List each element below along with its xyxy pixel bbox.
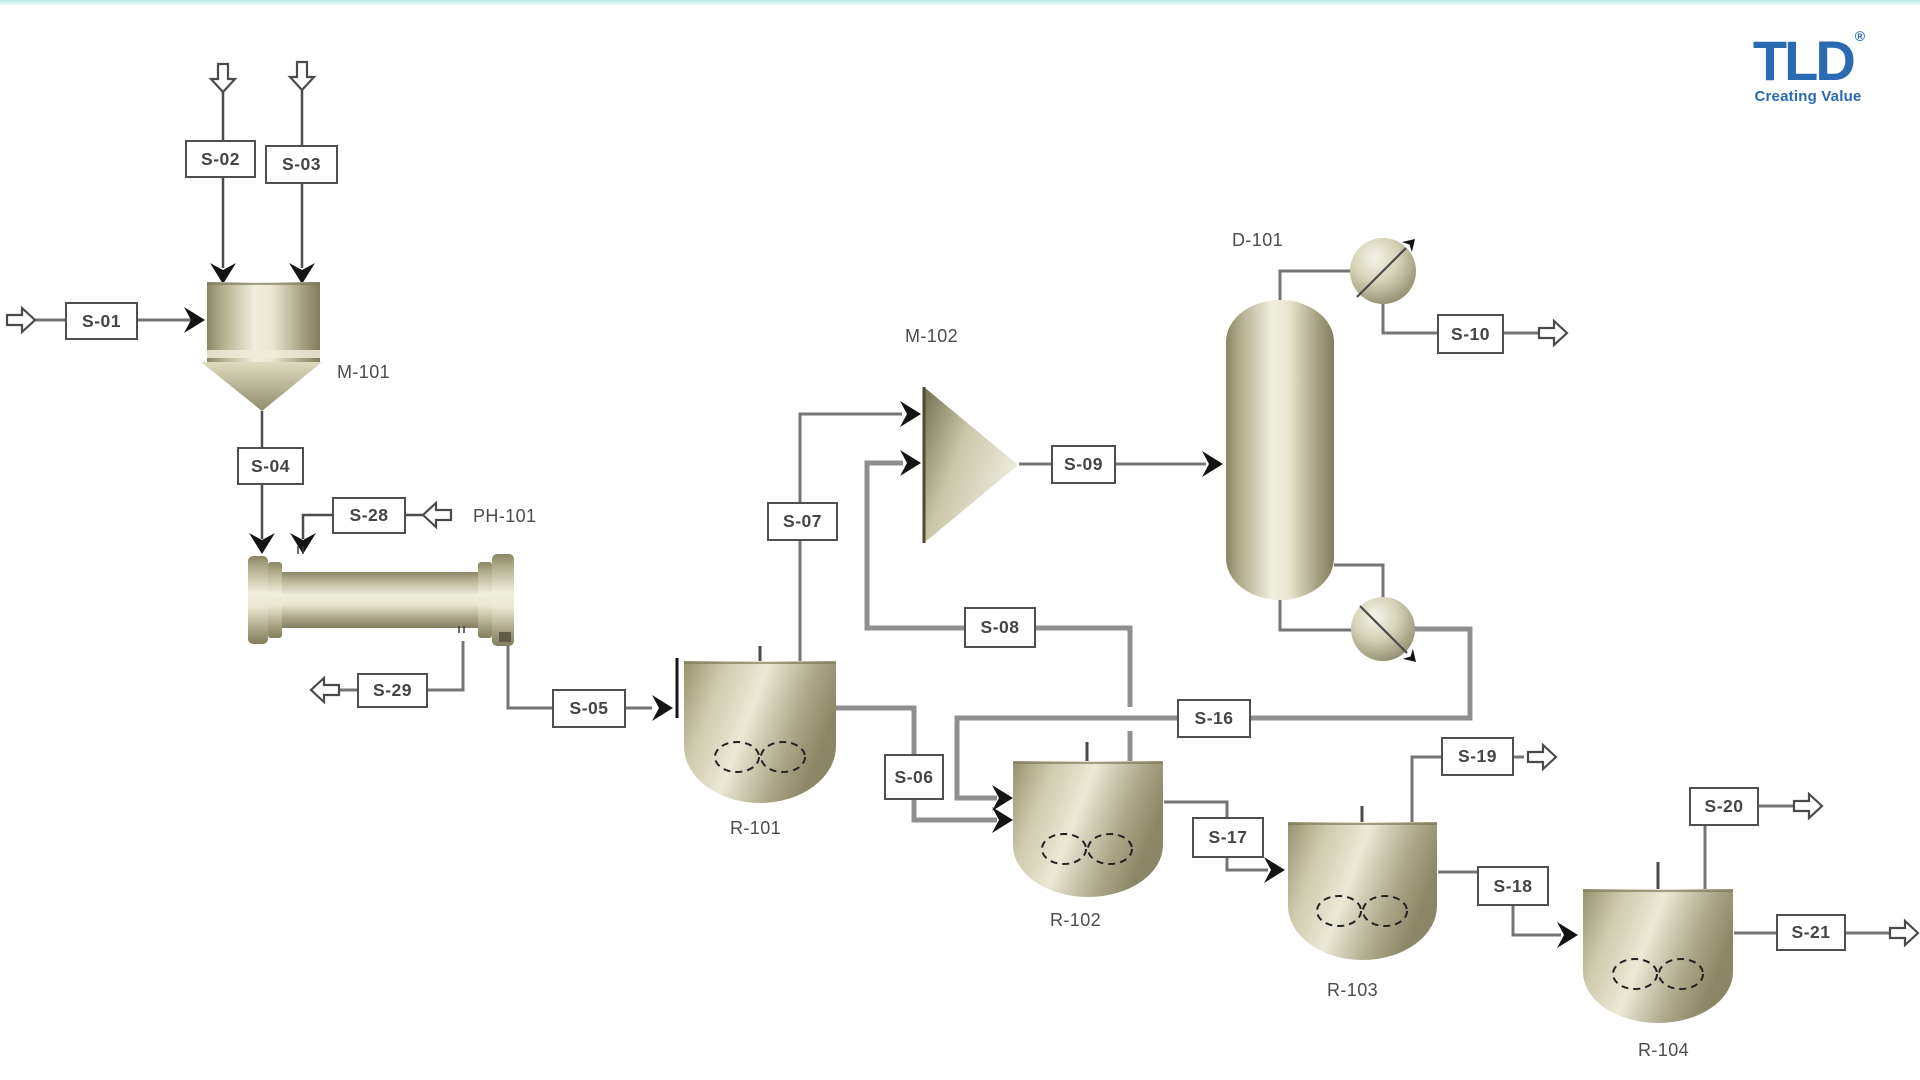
equipment-label-ph101: PH-101 <box>473 506 537 526</box>
equipment-label-m102: M-102 <box>905 326 959 346</box>
stirred-reactor-r104-icon[interactable] <box>1583 862 1733 1023</box>
output-arrow-s21-icon <box>1888 919 1920 947</box>
arrowhead-s07-icon <box>900 401 921 427</box>
condenser-inlet-line <box>1278 269 1352 302</box>
stream-tag-s29[interactable]: S-29 <box>357 673 428 708</box>
stream-tag-s06[interactable]: S-06 <box>884 754 944 800</box>
stream-tag-s08[interactable]: S-08 <box>964 607 1036 648</box>
output-arrow-s20-icon <box>1792 792 1824 820</box>
output-arrow-s10-icon <box>1537 319 1569 347</box>
stream-tag-s05[interactable]: S-05 <box>552 689 626 728</box>
output-arrow-s19-icon <box>1526 743 1558 771</box>
stream-tag-s17[interactable]: S-17 <box>1192 817 1264 858</box>
stream-tag-s16[interactable]: S-16 <box>1177 699 1251 738</box>
hopper-mixer-m101-icon[interactable] <box>201 282 322 411</box>
stream-tag-s01[interactable]: S-01 <box>65 302 138 340</box>
logo-registered-mark: ® <box>1854 28 1866 44</box>
stirred-reactor-r103-icon[interactable] <box>1288 806 1437 961</box>
pipe-heater-ph101-icon[interactable] <box>248 546 514 646</box>
mixer-m102-icon[interactable] <box>922 387 1018 543</box>
condenser-icon[interactable] <box>1350 233 1421 304</box>
distillation-column-d101-icon[interactable] <box>1226 300 1334 600</box>
stream-tag-s20[interactable]: S-20 <box>1689 787 1759 826</box>
stream-tag-s07[interactable]: S-07 <box>767 502 838 541</box>
input-arrow-s03-icon <box>288 60 316 92</box>
arrowhead-s05-icon <box>652 695 673 721</box>
equipment-label-r103: R-103 <box>1327 980 1379 1000</box>
stream-tag-s10[interactable]: S-10 <box>1437 314 1504 354</box>
stream-tag-s04[interactable]: S-04 <box>237 447 304 485</box>
stream-line-s08-b <box>864 460 1133 707</box>
top-accent-bar <box>0 0 1920 5</box>
stream-tag-s18[interactable]: S-18 <box>1477 866 1549 906</box>
logo-tagline: Creating Value <box>1754 88 1862 106</box>
ph101-outlet-port <box>499 632 511 642</box>
input-arrow-s28-icon <box>421 501 453 529</box>
tld-logo: TLD® Creating Value <box>1738 28 1878 106</box>
equipment-label-m101: M-101 <box>337 362 391 382</box>
output-arrow-s29-icon <box>309 676 341 704</box>
stream-line-s07 <box>798 412 902 661</box>
equipment-label-r104: R-104 <box>1638 1040 1690 1060</box>
input-arrow-s01-icon <box>5 306 37 334</box>
reboiler-icon[interactable] <box>1351 597 1422 668</box>
stirred-reactor-r102-icon[interactable] <box>1013 742 1163 897</box>
equipment-label-r101: R-101 <box>730 818 782 838</box>
stream-tag-s09[interactable]: S-09 <box>1051 445 1116 484</box>
stream-tag-s19[interactable]: S-19 <box>1441 737 1514 776</box>
stream-tag-s03[interactable]: S-03 <box>265 145 338 184</box>
reboiler-inlet-line <box>1334 563 1385 599</box>
column-bottoms-line <box>1278 597 1353 632</box>
stream-tag-s02[interactable]: S-02 <box>185 140 256 178</box>
logo-wordmark: TLD <box>1752 29 1856 92</box>
stream-tag-s21[interactable]: S-21 <box>1776 914 1846 951</box>
stream-lines <box>35 89 1889 937</box>
stirred-reactor-r101-icon[interactable] <box>684 646 836 803</box>
equipment-label-r102: R-102 <box>1050 910 1102 930</box>
input-arrow-s02-icon <box>209 62 237 94</box>
equipment-label-d101: D-101 <box>1232 230 1284 250</box>
arrowhead-s08-icon <box>900 450 921 476</box>
stream-tag-s28[interactable]: S-28 <box>332 497 406 534</box>
